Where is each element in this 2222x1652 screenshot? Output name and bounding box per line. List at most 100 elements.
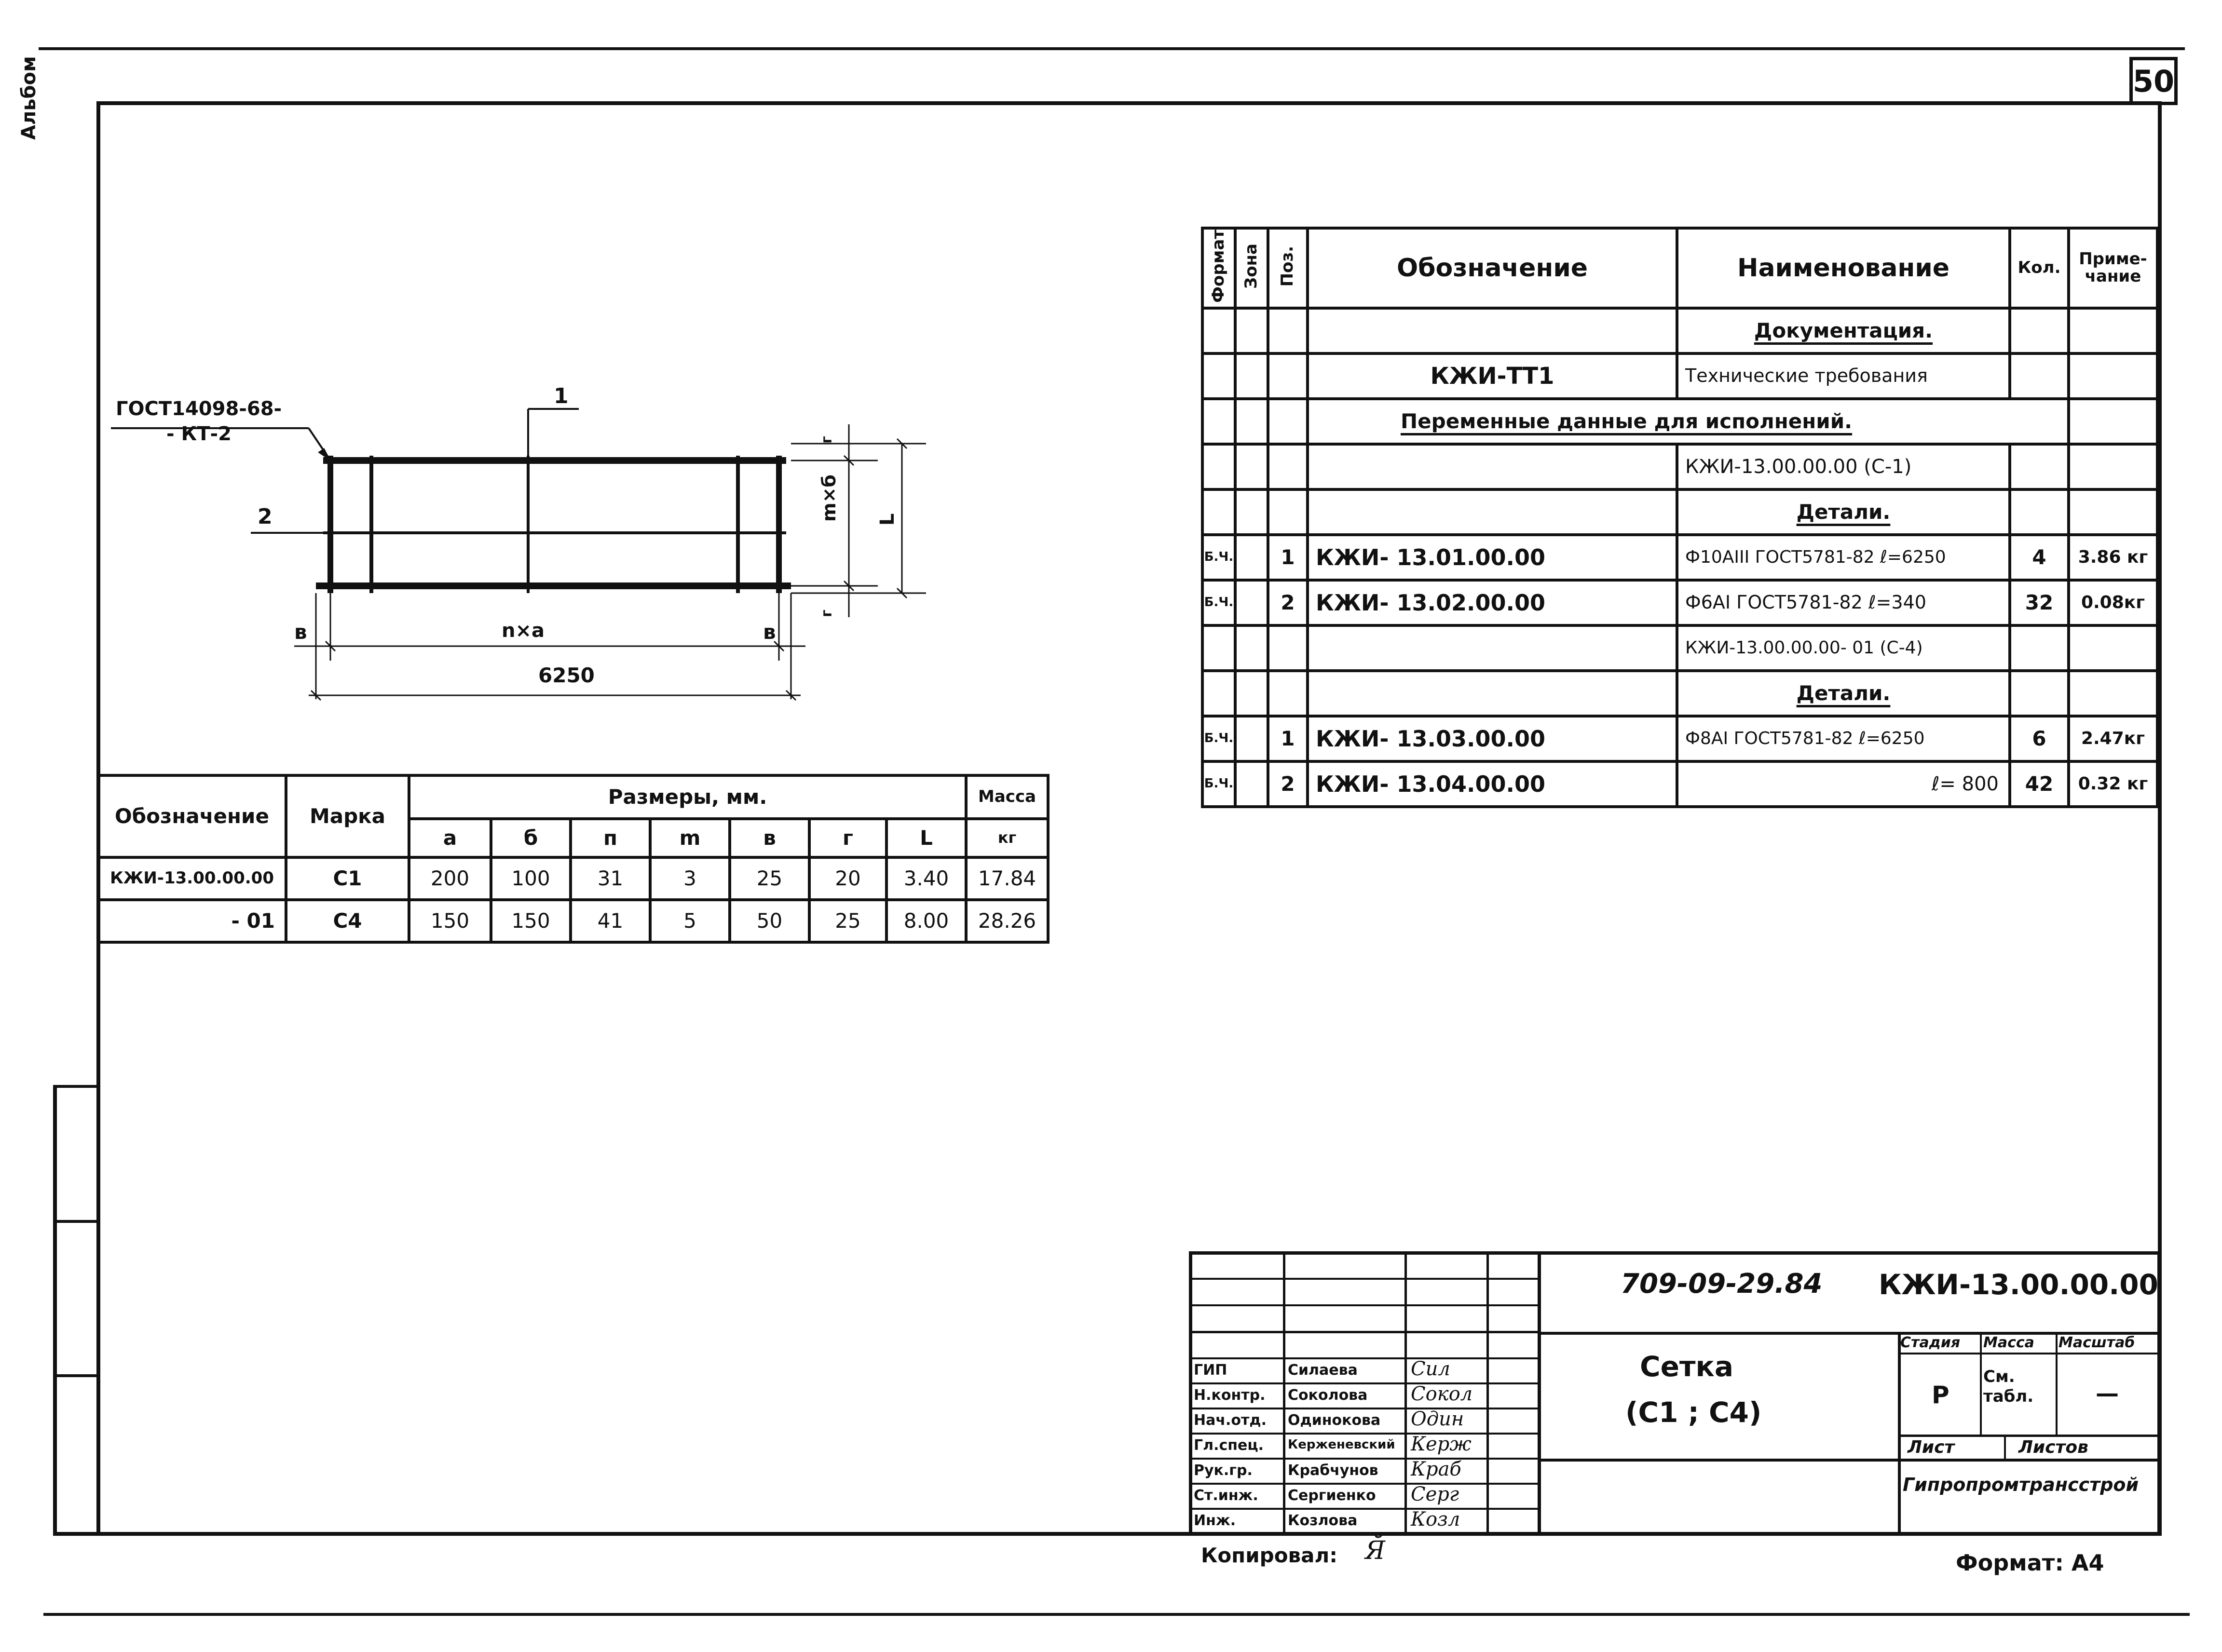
staff-name: Силаева	[1288, 1362, 1358, 1379]
title-block	[1189, 1251, 2161, 1536]
table-row: Детали.	[1201, 669, 2159, 718]
header-qty: Кол.	[2008, 227, 2070, 310]
staff-role: Инж.	[1194, 1512, 1236, 1529]
cell-mark: С1	[285, 856, 410, 901]
table-row: КЖИ-13.00.00.00 (С-1)	[1201, 442, 2159, 491]
tb-grid-line	[1404, 1251, 1407, 1536]
position-1-label: 1	[554, 384, 569, 408]
binding-stub-line	[53, 1085, 57, 1533]
title-line-1: Сетка	[1640, 1350, 1734, 1383]
cell-v: 50	[728, 898, 811, 944]
table-row: КЖИ-13.00.00.00- 01 (С-4)	[1201, 623, 2159, 672]
cell-L: 3.40	[885, 856, 968, 901]
variant-1: КЖИ-13.00.00.00 (С-1)	[1676, 442, 2011, 491]
project-code: 709-09-29.84	[1621, 1268, 1823, 1300]
item-designation: КЖИ- 13.03.00.00	[1306, 714, 1678, 763]
staff-role: Рук.гр.	[1194, 1462, 1253, 1479]
staff-role: ГИП	[1194, 1362, 1227, 1379]
stage-value: Р	[1932, 1381, 1949, 1409]
item-name: Ф10АIII ГОСТ5781-82 ℓ=6250	[1676, 533, 2011, 582]
staff-row: Нач.отд. Одинокова Один	[1189, 1408, 1539, 1435]
header-sizes: Размеры, мм.	[407, 774, 968, 820]
tb-grid-line	[1189, 1278, 1539, 1280]
page-number-box: 50	[2129, 57, 2178, 105]
staff-row: Инж. Козлова Козл	[1189, 1508, 1539, 1533]
header-mark: Марка	[285, 774, 410, 859]
dim-total-label: 6250	[538, 664, 595, 687]
item-name: ℓ= 800	[1676, 759, 2011, 808]
item-name: Ф6АI ГОСТ5781-82 ℓ=340	[1676, 578, 2011, 627]
staff-signature: Краб	[1411, 1458, 1461, 1480]
cell-L: 8.00	[885, 898, 968, 944]
variable-data-heading: Переменные данные для исполнений.	[1401, 409, 1853, 433]
page-number: 50	[2132, 63, 2175, 99]
document-code: КЖИ-13.00.00.00	[1879, 1268, 2158, 1301]
item-note: 3.86 кг	[2067, 533, 2159, 582]
dim-L-label: L	[876, 513, 899, 526]
tick	[773, 640, 785, 652]
sheets-label: Листов	[2018, 1437, 2088, 1457]
item-note: 0.32 кг	[2067, 759, 2159, 808]
header-designation: Обозначение	[96, 774, 287, 859]
tb-grid-line	[2056, 1332, 2058, 1435]
item-qty: 4	[2008, 533, 2070, 582]
staff-signature: Сил	[1411, 1358, 1450, 1380]
dim-v-right-label: в	[763, 620, 776, 644]
table-row: Переменные данные для исполнений.	[1201, 397, 2159, 446]
cell-designation: - 01	[96, 898, 287, 944]
mesh-drawing	[111, 408, 926, 701]
table-row: Б.Ч. 2 КЖИ- 13.02.00.00 Ф6АI ГОСТ5781-82…	[1201, 578, 2159, 627]
sheet-label: Лист	[1908, 1437, 1955, 1457]
staff-role: Ст.инж.	[1194, 1487, 1258, 1504]
staff-name: Одинокова	[1288, 1412, 1381, 1429]
tb-grid-line	[1538, 1251, 1541, 1536]
header-col-L: L	[885, 817, 968, 859]
details-heading-2: Детали.	[1796, 681, 1891, 705]
frame-right	[2158, 101, 2162, 1536]
cell-g: 25	[808, 898, 888, 944]
tb-grid-line	[2004, 1435, 2006, 1460]
item-designation: КЖИ- 13.01.00.00	[1306, 533, 1678, 582]
staff-signature: Керж	[1411, 1433, 1472, 1455]
cell-a: 200	[408, 856, 492, 901]
variant-2: КЖИ-13.00.00.00- 01 (С-4)	[1676, 623, 2011, 672]
organization: Гипропромтрансстрой	[1903, 1474, 2139, 1495]
tt-designation: КЖИ-ТТ1	[1306, 352, 1678, 400]
tb-grid-line	[1898, 1332, 1901, 1533]
position-2-label: 2	[258, 504, 273, 529]
cell-n: 41	[569, 898, 652, 944]
cell-designation: КЖИ-13.00.00.00	[96, 856, 287, 901]
cell-v: 25	[728, 856, 811, 901]
cell-g: 20	[808, 856, 888, 901]
details-heading-1: Детали.	[1796, 500, 1891, 524]
specification-table: Формат Зона Поз. Обозначение Наименовани…	[1201, 227, 2159, 808]
staff-role: Гл.спец.	[1194, 1437, 1264, 1454]
item-pos: 1	[1267, 714, 1309, 763]
cell-m: 5	[649, 898, 731, 944]
staff-name: Керженевский	[1288, 1437, 1395, 1452]
tt-name: Технические требования	[1676, 352, 2011, 400]
binding-stub-line	[53, 1220, 96, 1223]
tick	[896, 587, 908, 599]
dim-g-bottom-label: г	[818, 609, 835, 617]
mass-value: См. табл.	[1983, 1367, 2034, 1406]
header-name: Наименование	[1676, 227, 2011, 310]
cell-m: 3	[649, 856, 731, 901]
binding-stub-line	[53, 1374, 96, 1377]
staff-row: ГИП Силаева Сил	[1189, 1357, 1539, 1384]
item-note: 2.47кг	[2067, 714, 2159, 763]
tb-grid-line	[1283, 1251, 1285, 1536]
tb-grid-line	[1980, 1332, 1982, 1435]
header-col-b: б	[490, 817, 572, 859]
header-designation: Обозначение	[1306, 227, 1678, 310]
staff-row: Гл.спец. Керженевский Керж	[1189, 1433, 1539, 1460]
scale-value: —	[2096, 1380, 2119, 1407]
item-pos: 2	[1267, 759, 1309, 808]
staff-list: ГИП Силаева Сил Н.контр. Соколова Сокол …	[1189, 1357, 1539, 1533]
staff-signature: Один	[1411, 1408, 1464, 1430]
table-row: Документация.	[1201, 306, 2159, 355]
staff-signature: Серг	[1411, 1483, 1459, 1505]
staff-signature: Сокол	[1411, 1383, 1473, 1405]
item-format: Б.Ч.	[1201, 533, 1237, 582]
